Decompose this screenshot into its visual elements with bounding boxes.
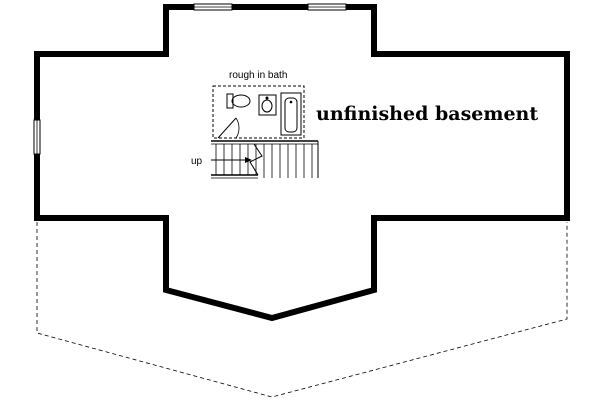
stair-label: up	[191, 156, 203, 167]
room-label: unfinished basement	[316, 103, 538, 125]
bath-outline	[212, 85, 305, 139]
window-top-left	[193, 3, 233, 11]
deck-outline	[36, 222, 568, 398]
window-left	[33, 119, 41, 155]
bathtub-icon	[280, 92, 302, 136]
window-top-right	[307, 3, 347, 11]
bath-label: rough in bath	[229, 70, 287, 81]
sink-icon	[258, 94, 277, 116]
toilet-icon	[226, 93, 251, 109]
exterior-wall	[34, 4, 570, 322]
stair-icon	[211, 140, 319, 179]
bath-door-icon	[217, 117, 240, 139]
